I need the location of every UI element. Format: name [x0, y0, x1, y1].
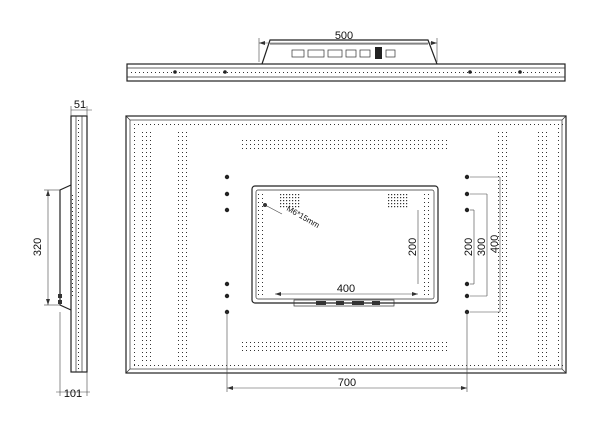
- rear-view-outline: [125, 115, 567, 374]
- top-view-rear-box: [261, 39, 438, 65]
- side-vent-dots: [72, 120, 79, 369]
- top-view-body: [126, 63, 566, 82]
- side-view-rear-box: [59, 184, 72, 311]
- side-view-panel: [70, 115, 88, 373]
- dimension-51: 51: [70, 99, 92, 116]
- dimension-200-inner-label: 200: [407, 238, 419, 256]
- side-view: 51 320 101: [32, 99, 92, 400]
- screw-spec-label: M6*15mm: [285, 204, 321, 230]
- dimension-400-inner-label: 400: [337, 283, 355, 295]
- rear-electronics-box: [251, 185, 439, 307]
- dimension-200-inner: 200: [407, 210, 419, 284]
- dimension-101-label: 101: [64, 388, 82, 400]
- screw-callout: M6*15mm: [263, 203, 321, 230]
- rear-vent-grids: [134, 124, 563, 366]
- vesa-mount-holes: [224, 174, 470, 315]
- dimension-500: 500: [258, 30, 438, 62]
- fan-grill-left: [280, 194, 300, 208]
- fan-grill-right: [388, 194, 408, 208]
- dimension-right-400-label: 400: [489, 235, 501, 253]
- dimension-101: 101: [56, 312, 90, 400]
- dimension-right-200-label: 200: [463, 238, 475, 256]
- dimension-320-label: 320: [32, 238, 44, 256]
- dimension-right-300-label: 300: [476, 238, 488, 256]
- dimension-right-group: 200 300 400: [463, 176, 501, 313]
- top-vent-dots: [131, 70, 560, 74]
- dimension-700-label: 700: [338, 377, 356, 389]
- dimension-320: 320: [32, 189, 60, 306]
- dimension-500-label: 500: [335, 30, 353, 42]
- connector-panel: [291, 47, 396, 59]
- dimension-700: 700: [226, 312, 468, 392]
- dimension-51-label: 51: [74, 99, 86, 111]
- dimension-400-inner: 400: [275, 283, 418, 296]
- top-view: 500: [126, 30, 566, 82]
- rear-view: M6*15mm 400 200 200 300: [125, 115, 567, 392]
